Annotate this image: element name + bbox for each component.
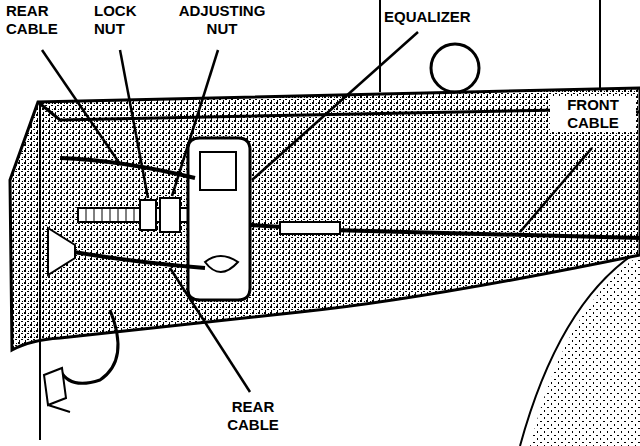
clip bbox=[44, 368, 70, 412]
equalizer bbox=[188, 138, 250, 300]
part-label: LOCK NUT bbox=[92, 2, 152, 38]
body-panel bbox=[530, 255, 640, 446]
grommet bbox=[48, 228, 75, 275]
part-label: FRONT CABLE bbox=[550, 96, 636, 132]
part-label: ADJUSTING NUT bbox=[168, 2, 276, 38]
leader-line bbox=[170, 268, 250, 392]
adjusting-nut bbox=[160, 198, 180, 232]
rod-threads bbox=[86, 208, 134, 222]
part-label: REAR CABLE bbox=[218, 398, 288, 434]
leader-line bbox=[120, 50, 148, 198]
part-label: REAR CABLE bbox=[4, 2, 68, 38]
body-hole bbox=[431, 44, 479, 92]
leader-line bbox=[172, 50, 218, 196]
leader-lines bbox=[42, 32, 592, 392]
frame-rail bbox=[10, 88, 640, 350]
panel-edge bbox=[599, 0, 601, 88]
leader-line bbox=[42, 50, 120, 164]
rear-cable-upper bbox=[60, 158, 195, 178]
frame-edge bbox=[39, 102, 41, 440]
leader-line bbox=[520, 148, 592, 232]
equalizer-slot bbox=[200, 152, 236, 190]
lock-nut bbox=[140, 200, 156, 230]
leader-line bbox=[252, 32, 418, 180]
equalizer-hook bbox=[205, 256, 238, 272]
part-label: EQUALIZER bbox=[382, 8, 496, 26]
front-cable-end bbox=[280, 222, 340, 234]
wire bbox=[60, 310, 118, 383]
rear-cable-lower bbox=[62, 250, 205, 268]
